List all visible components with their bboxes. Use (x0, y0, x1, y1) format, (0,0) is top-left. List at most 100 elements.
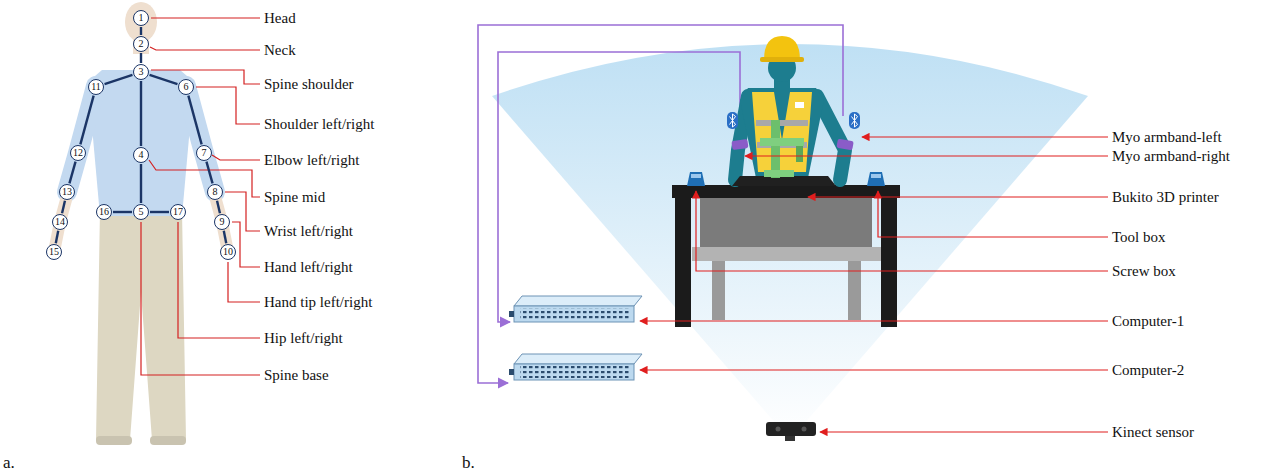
callout-arrow (696, 191, 1108, 271)
leader-line (141, 18, 260, 375)
screw-box (687, 172, 705, 186)
callout-number: 8 (213, 187, 218, 197)
skeleton-bone (62, 201, 65, 213)
joint-callout: 3 (133, 64, 149, 80)
computer (509, 311, 514, 317)
human-silhouette (67, 86, 96, 192)
skeleton-bone (150, 75, 178, 84)
panel-letter: b. (462, 454, 475, 472)
leader-line (232, 222, 260, 267)
kinect-sensor (776, 427, 781, 432)
callout-number: 10 (223, 247, 233, 257)
worker (752, 92, 812, 172)
bluetooth-icon (727, 112, 738, 129)
worker (836, 139, 853, 151)
tool-box (871, 174, 881, 178)
table (675, 197, 691, 327)
skeleton-bone (140, 27, 142, 35)
part-label: Wrist left/right (264, 222, 353, 240)
leader-line (212, 155, 260, 160)
callout-number: 17 (173, 207, 183, 217)
joint-callout: 11 (88, 79, 104, 95)
part-label: Tool box (1112, 228, 1166, 246)
part-label: Spine shoulder (264, 75, 354, 93)
callout-number: 15 (49, 247, 59, 257)
table (700, 197, 872, 247)
skeleton-bone (80, 96, 93, 145)
skeleton-bone (113, 211, 132, 213)
computer (509, 369, 514, 375)
joint-callout: 6 (178, 79, 194, 95)
part-label: Myo armband-left (1112, 128, 1222, 146)
skeleton-bone (69, 162, 75, 184)
worker (731, 36, 853, 180)
computer (514, 364, 634, 380)
table (692, 247, 882, 261)
computer (514, 296, 642, 306)
computer (509, 296, 642, 380)
skeleton-bone (105, 75, 133, 84)
leader-line (196, 87, 260, 124)
part-label: Shoulder left/right (264, 115, 374, 133)
leader-line (141, 222, 260, 375)
joint-callout: 9 (214, 214, 230, 230)
skeleton-bone (56, 231, 58, 243)
callout-number: 11 (91, 82, 101, 92)
computer (520, 366, 630, 378)
skeleton-bone (217, 201, 220, 213)
callout-number: 2 (139, 39, 144, 49)
skeleton-bone (206, 162, 212, 184)
screw-box (687, 172, 705, 186)
human-silhouette (186, 86, 215, 192)
human-silhouette (96, 436, 132, 445)
3d-printer (760, 138, 804, 146)
worker (760, 57, 804, 62)
screw-box (691, 174, 701, 178)
skeleton-bone (188, 96, 201, 145)
worker (764, 36, 800, 60)
joint-callout: 8 (207, 184, 223, 200)
bluetooth-icon (727, 112, 860, 129)
kinect-sensor (766, 422, 816, 441)
leader-line (150, 47, 260, 50)
callout-number: 13 (62, 187, 72, 197)
bluetooth-icon (849, 112, 860, 129)
joint-callout: 5 (133, 204, 149, 220)
joint-callout: 4 (133, 147, 149, 163)
computer (520, 308, 630, 320)
3d-printer (732, 176, 836, 186)
part-label: Hip left/right (264, 329, 343, 347)
callout-number: 12 (73, 148, 83, 158)
leader-line (178, 222, 260, 338)
leader-line (228, 262, 260, 302)
joint-callout: 17 (170, 204, 186, 220)
callout-arrow (640, 369, 1108, 370)
leader-line (151, 17, 260, 18)
3d-printer (771, 120, 780, 178)
callout-arrow (640, 137, 1108, 432)
callout-number: 9 (220, 217, 225, 227)
callout-arrow (808, 196, 1108, 197)
skeleton-bone (224, 231, 226, 243)
part-label: Computer-2 (1112, 361, 1184, 379)
part-label: Hand left/right (264, 258, 353, 276)
part-label: Bukito 3D printer (1112, 188, 1219, 206)
computer (514, 306, 634, 322)
skeleton-bone (150, 211, 169, 213)
table (672, 185, 900, 198)
tool-box (867, 172, 885, 186)
panel-letter: a. (3, 454, 15, 472)
callout-arrow (745, 155, 1108, 156)
part-label: Spine mid (264, 188, 325, 206)
joint-callout: 14 (52, 214, 68, 230)
callout-number: 6 (184, 82, 189, 92)
part-label: Kinect sensor (1112, 423, 1194, 441)
sensor-field (492, 44, 1088, 440)
callout-number: 1 (139, 13, 144, 23)
human-silhouette (150, 436, 186, 445)
joint-callout: 16 (96, 204, 112, 220)
tool-box (867, 172, 885, 186)
